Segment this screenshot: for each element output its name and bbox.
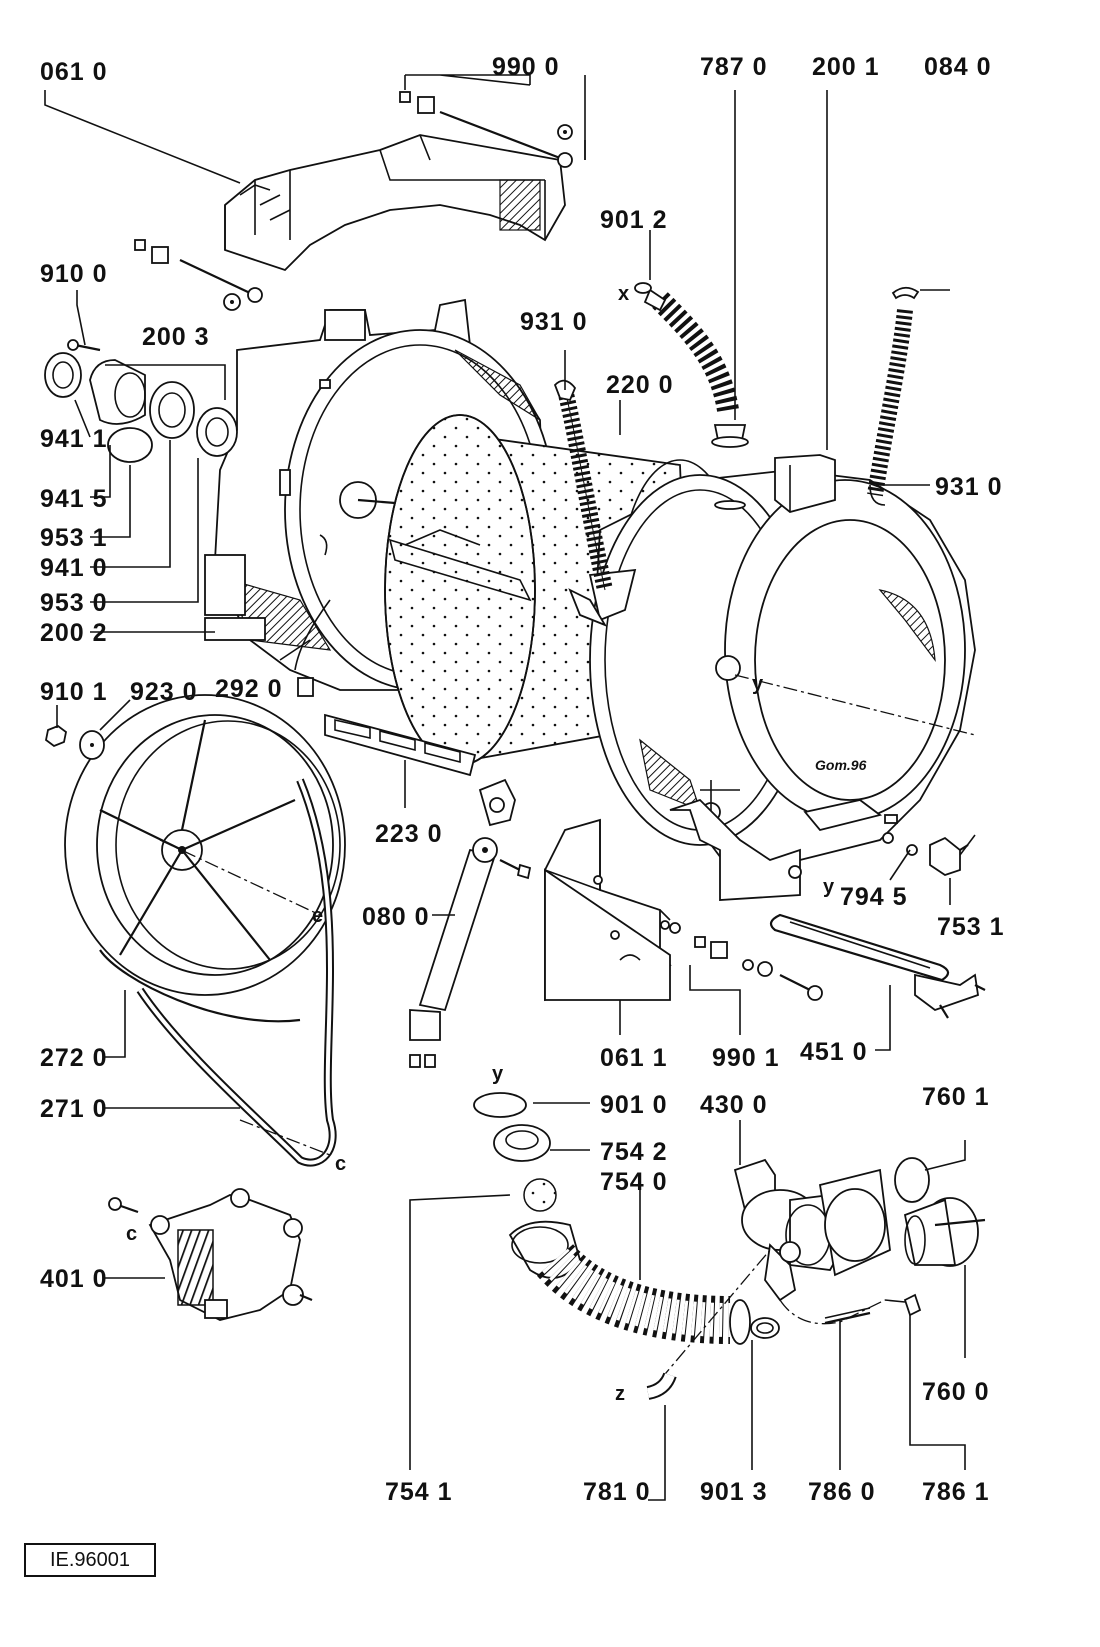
front-tub: Gom.96 <box>568 454 976 901</box>
part-label: 061 1 <box>600 1044 668 1072</box>
top-counterweight <box>224 134 566 272</box>
part-label: 781 0 <box>583 1478 651 1506</box>
sump-assembly <box>473 1092 771 1381</box>
reference-code-box: IE.96001 <box>24 1543 156 1577</box>
leader-lines <box>44 74 966 1501</box>
part-label: 760 1 <box>922 1083 990 1111</box>
bracket-223 <box>297 677 477 777</box>
letter-labels: x y e y y c c z <box>126 283 835 1405</box>
front-counterweight <box>544 818 672 1002</box>
part-label: 990 0 <box>492 53 560 81</box>
letter-label: y <box>492 1063 504 1085</box>
part-label: 200 3 <box>142 323 210 351</box>
part-label: 223 0 <box>375 820 443 848</box>
sensor-753 <box>906 834 976 876</box>
part-label: 754 0 <box>600 1168 668 1196</box>
part-label: 941 1 <box>40 425 108 453</box>
part-label: 200 2 <box>40 619 108 647</box>
letter-label: z <box>615 1383 625 1405</box>
part-label: 794 5 <box>840 883 908 911</box>
part-label: 931 0 <box>935 473 1003 501</box>
part-label: 061 0 <box>40 58 108 86</box>
part-label: 451 0 <box>800 1038 868 1066</box>
heater-element <box>769 913 986 1019</box>
clip-901-3 <box>750 1317 780 1339</box>
part-label: 084 0 <box>924 53 992 81</box>
part-label: 430 0 <box>700 1091 768 1119</box>
letter-label: y <box>752 673 764 695</box>
part-label: 901 0 <box>600 1091 668 1119</box>
part-label: 401 0 <box>40 1265 108 1293</box>
part-label: 220 0 <box>606 371 674 399</box>
bearing-assembly <box>44 339 238 463</box>
letter-label: c <box>126 1223 137 1245</box>
part-label: 953 0 <box>40 589 108 617</box>
front-bolt-set <box>669 922 823 1001</box>
tub-axis-line <box>734 674 976 736</box>
top-bolt-set <box>399 91 573 168</box>
part-label: 786 0 <box>808 1478 876 1506</box>
hose-786 <box>824 1293 922 1325</box>
part-label: 910 1 <box>40 678 108 706</box>
part-label: 941 5 <box>40 485 108 513</box>
part-label: 753 1 <box>937 913 1005 941</box>
drive-belt <box>136 778 337 1167</box>
left-bolt-set <box>134 239 263 311</box>
part-label: 272 0 <box>40 1044 108 1072</box>
filter-760 <box>894 1157 986 1267</box>
part-label: 953 1 <box>40 524 108 552</box>
motor <box>108 1188 313 1321</box>
part-label: 786 1 <box>922 1478 990 1506</box>
part-label: 754 2 <box>600 1138 668 1166</box>
svg-text:Gom.96: Gom.96 <box>815 757 867 773</box>
letter-label: c <box>335 1153 346 1175</box>
reference-code: IE.96001 <box>49 1548 131 1571</box>
part-label: 271 0 <box>40 1095 108 1123</box>
part-label: 754 1 <box>385 1478 453 1506</box>
part-label: 760 0 <box>922 1378 990 1406</box>
pulley-nut <box>45 724 105 760</box>
hose-931-right <box>867 286 920 506</box>
clip-901-2 <box>634 282 652 294</box>
shock-absorber <box>409 778 532 1068</box>
part-label: 080 0 <box>362 903 430 931</box>
pulley <box>64 694 346 1023</box>
part-labels: 061 0 990 0 787 0 200 1 084 0 901 2 910 … <box>40 53 1005 1506</box>
part-label: 787 0 <box>700 53 768 81</box>
letter-label: y <box>823 876 835 898</box>
part-label: 901 3 <box>700 1478 768 1506</box>
hose-781 <box>646 1372 677 1400</box>
part-label: 292 0 <box>215 675 283 703</box>
part-label: 941 0 <box>40 554 108 582</box>
letter-label: x <box>618 283 629 305</box>
bellows-787 <box>643 288 749 448</box>
part-label: 931 0 <box>520 308 588 336</box>
hose-931-left <box>553 379 613 592</box>
part-label: 910 0 <box>40 260 108 288</box>
part-label: 200 1 <box>812 53 880 81</box>
drain-pump <box>733 1158 891 1325</box>
part-label: 990 1 <box>712 1044 780 1072</box>
part-label: 923 0 <box>130 678 198 706</box>
letter-label: e <box>312 905 323 927</box>
part-label: 901 2 <box>600 206 668 234</box>
